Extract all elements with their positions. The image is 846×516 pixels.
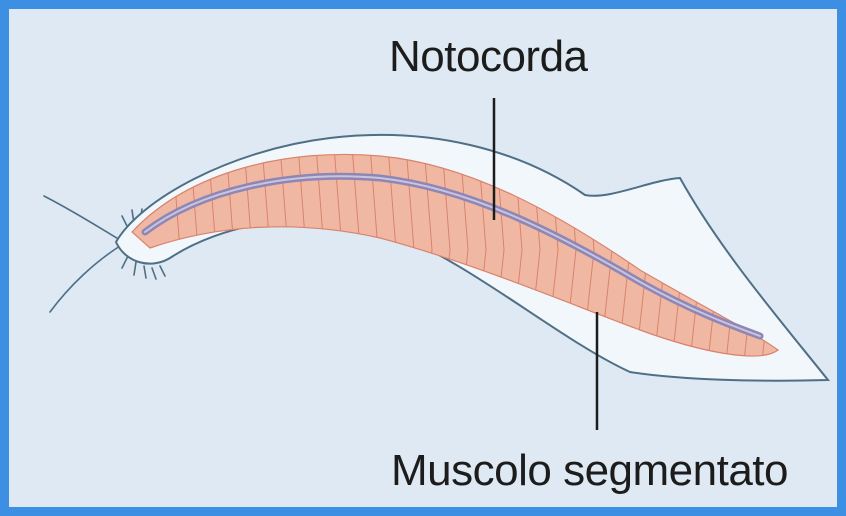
notocorda-label: Notocorda (389, 32, 588, 82)
myomere-line (184, 120, 198, 380)
myomere-line (202, 120, 216, 380)
myomere-line (220, 120, 234, 380)
muscolo-segmentato-label: Muscolo segmentato (391, 446, 788, 496)
